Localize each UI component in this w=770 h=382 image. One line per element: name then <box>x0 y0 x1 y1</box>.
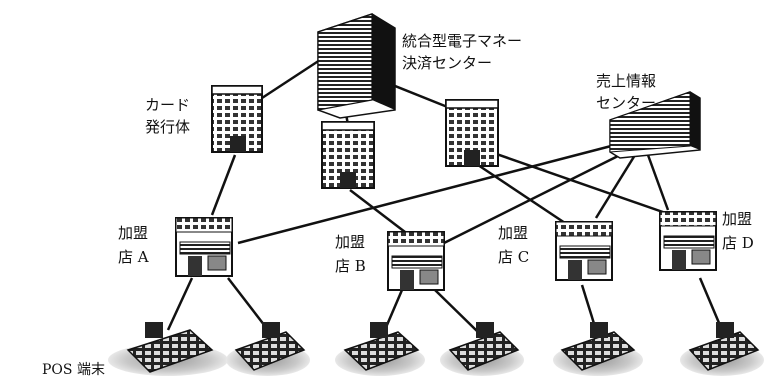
central-label-line2: 決済センター <box>402 54 492 72</box>
pos-terminal-2 <box>226 322 310 376</box>
store-a-label-line1: 加盟 <box>118 224 148 242</box>
store-a-building <box>175 217 233 277</box>
pos-terminal-3 <box>335 322 425 376</box>
store-d-label-line1: 加盟 <box>722 210 752 228</box>
issuer-label-line1: カード <box>145 96 190 114</box>
store-c-building <box>555 221 613 281</box>
store-c-label-line2: 店 C <box>498 248 529 266</box>
sales-info-center-building <box>609 91 701 159</box>
line-store-a-pos2 <box>227 277 269 331</box>
pos-terminal-5 <box>553 322 643 376</box>
bank-building-middle <box>321 121 375 189</box>
line-sales-store-c <box>594 154 637 219</box>
store-c-label-line1: 加盟 <box>498 224 528 242</box>
central-settlement-building <box>317 13 396 119</box>
pos-terminal-1 <box>108 322 228 376</box>
store-d-label-line2: 店 D <box>722 234 754 252</box>
line-store-d-pos6 <box>698 277 724 331</box>
store-b-building <box>387 231 445 291</box>
store-a-label-line2: 店 A <box>118 248 149 266</box>
store-d-building <box>659 211 717 271</box>
central-label-line1: 統合型電子マネー <box>402 32 522 50</box>
line-bank-mid-store-b <box>349 189 406 233</box>
sales-label-line2: センター <box>596 94 656 112</box>
store-b-label-line2: 店 B <box>335 257 366 275</box>
line-store-a-pos1 <box>166 277 194 331</box>
pos-terminal-6 <box>680 322 764 376</box>
line-store-b-pos4 <box>434 289 479 333</box>
line-bank-right-store-d <box>484 148 681 220</box>
pos-terminal-4 <box>440 322 524 376</box>
pos-label: POS 端末 <box>42 362 105 378</box>
store-b-label-line1: 加盟 <box>335 233 365 251</box>
line-bank-right-store-c <box>477 163 569 227</box>
issuer-label-line2: 発行体 <box>145 118 190 136</box>
line-sales-store-d <box>646 154 670 211</box>
card-issuer-building <box>211 85 263 153</box>
line-central-issuer <box>261 58 321 100</box>
bank-building-right <box>445 99 499 167</box>
line-sales-store-a <box>237 143 616 245</box>
line-issuer-store-a <box>210 154 237 216</box>
sales-label-line1: 売上情報 <box>596 72 656 90</box>
line-sales-store-b <box>439 148 631 247</box>
